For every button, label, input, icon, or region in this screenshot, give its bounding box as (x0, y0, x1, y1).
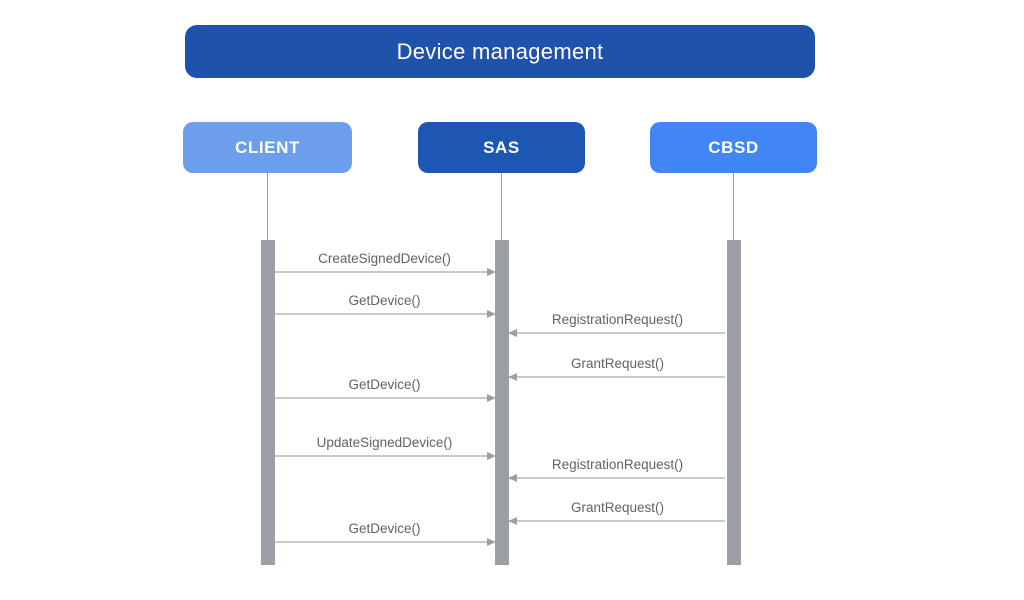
arrowhead-left-icon (507, 372, 517, 381)
lifeline-client (266, 173, 269, 240)
message-cbsd-to-sas: RegistrationRequest() (507, 312, 727, 337)
lifeline-sas (500, 173, 503, 240)
actor-box-client: CLIENT (183, 122, 352, 173)
message-line (508, 477, 725, 479)
message-client-to-sas: GetDevice() (274, 293, 496, 318)
message-label: UpdateSignedDevice() (316, 435, 453, 450)
message-client-to-sas: CreateSignedDevice() (274, 251, 496, 276)
arrowhead-left-icon (507, 328, 517, 337)
message-line (274, 455, 493, 457)
message-client-to-sas: GetDevice() (274, 377, 496, 402)
arrowhead-right-icon (486, 309, 496, 318)
message-cbsd-to-sas: RegistrationRequest() (507, 457, 727, 482)
arrowhead-left-icon (507, 516, 517, 525)
message-label: RegistrationRequest() (551, 457, 684, 472)
message-label: GetDevice() (348, 293, 421, 308)
activation-bar-client (260, 240, 275, 565)
actor-box-cbsd: CBSD (650, 122, 817, 173)
message-line (508, 332, 725, 334)
actor-label-cbsd: CBSD (708, 137, 759, 157)
message-label: GetDevice() (348, 377, 421, 392)
message-label: RegistrationRequest() (551, 312, 684, 327)
lifeline-cbsd (732, 173, 735, 240)
message-line (274, 313, 493, 315)
message-line (274, 397, 493, 399)
arrowhead-right-icon (486, 537, 496, 546)
message-cbsd-to-sas: GrantRequest() (507, 356, 727, 381)
arrowhead-right-icon (486, 451, 496, 460)
actor-label-client: CLIENT (235, 137, 300, 157)
actor-label-sas: SAS (483, 137, 520, 157)
diagram-title: Device management (185, 25, 815, 78)
message-client-to-sas: UpdateSignedDevice() (274, 435, 496, 460)
activation-bar-sas (494, 240, 509, 565)
message-line (274, 541, 493, 543)
message-label: GrantRequest() (570, 356, 665, 371)
actor-box-sas: SAS (418, 122, 585, 173)
message-label: CreateSignedDevice() (318, 251, 451, 266)
message-line (508, 520, 725, 522)
activation-bar-cbsd (726, 240, 741, 565)
message-client-to-sas: GetDevice() (274, 521, 496, 546)
arrowhead-left-icon (507, 473, 517, 482)
message-cbsd-to-sas: GrantRequest() (507, 500, 727, 525)
arrowhead-right-icon (486, 393, 496, 402)
arrowhead-right-icon (486, 267, 496, 276)
message-line (274, 271, 493, 273)
message-label: GetDevice() (348, 521, 421, 536)
message-label: GrantRequest() (570, 500, 665, 515)
message-line (508, 376, 725, 378)
